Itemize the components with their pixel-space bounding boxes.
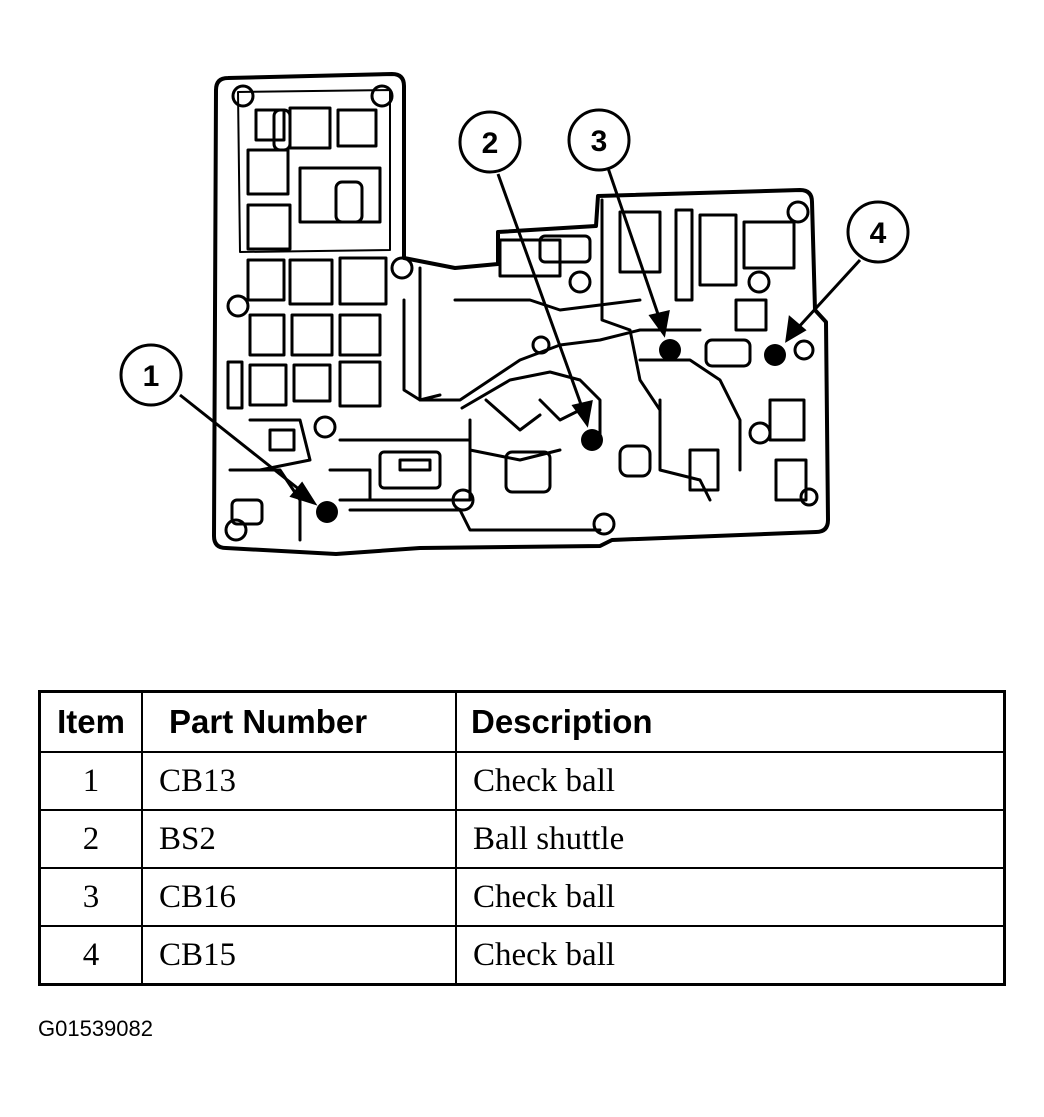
cell-description: Check ball: [455, 867, 1006, 927]
callout-4: 4: [846, 200, 910, 264]
cell-item: 4: [38, 925, 143, 986]
cell-description: Check ball: [455, 925, 1006, 986]
cell-part-number: CB15: [141, 925, 457, 986]
valve-body-outline: [212, 72, 830, 556]
header-item: Item: [38, 690, 143, 753]
table-row: 4 CB15 Check ball: [38, 925, 1006, 986]
cell-part-number: CB16: [141, 867, 457, 927]
callout-3-label: 3: [591, 125, 608, 158]
table-row: 2 BS2 Ball shuttle: [38, 809, 1006, 869]
check-ball-1: [316, 501, 338, 523]
table-row: 1 CB13 Check ball: [38, 751, 1006, 811]
cell-part-number: CB13: [141, 751, 457, 811]
cell-item: 1: [38, 751, 143, 811]
callout-1: 1: [119, 343, 183, 407]
callout-2-label: 2: [482, 127, 499, 160]
table-row: 3 CB16 Check ball: [38, 867, 1006, 927]
check-ball-2: [581, 429, 603, 451]
cell-item: 2: [38, 809, 143, 869]
header-description: Description: [455, 690, 1006, 753]
cell-description: Check ball: [455, 751, 1006, 811]
figure-id: G01539082: [38, 1016, 153, 1041]
callout-4-label: 4: [870, 217, 887, 250]
callout-1-label: 1: [143, 360, 160, 393]
table-header-row: Item Part Number Description: [38, 690, 1006, 753]
valve-body-diagram: 1 2 3 4: [119, 72, 910, 556]
callout-2: 2: [458, 110, 522, 174]
cell-item: 3: [38, 867, 143, 927]
cell-description: Ball shuttle: [455, 809, 1006, 869]
cell-part-number: BS2: [141, 809, 457, 869]
check-ball-3: [659, 339, 681, 361]
callout-3: 3: [567, 108, 631, 172]
header-part-number: Part Number: [141, 690, 457, 753]
parts-table: Item Part Number Description 1 CB13 Chec…: [38, 690, 1006, 986]
check-ball-4: [764, 344, 786, 366]
